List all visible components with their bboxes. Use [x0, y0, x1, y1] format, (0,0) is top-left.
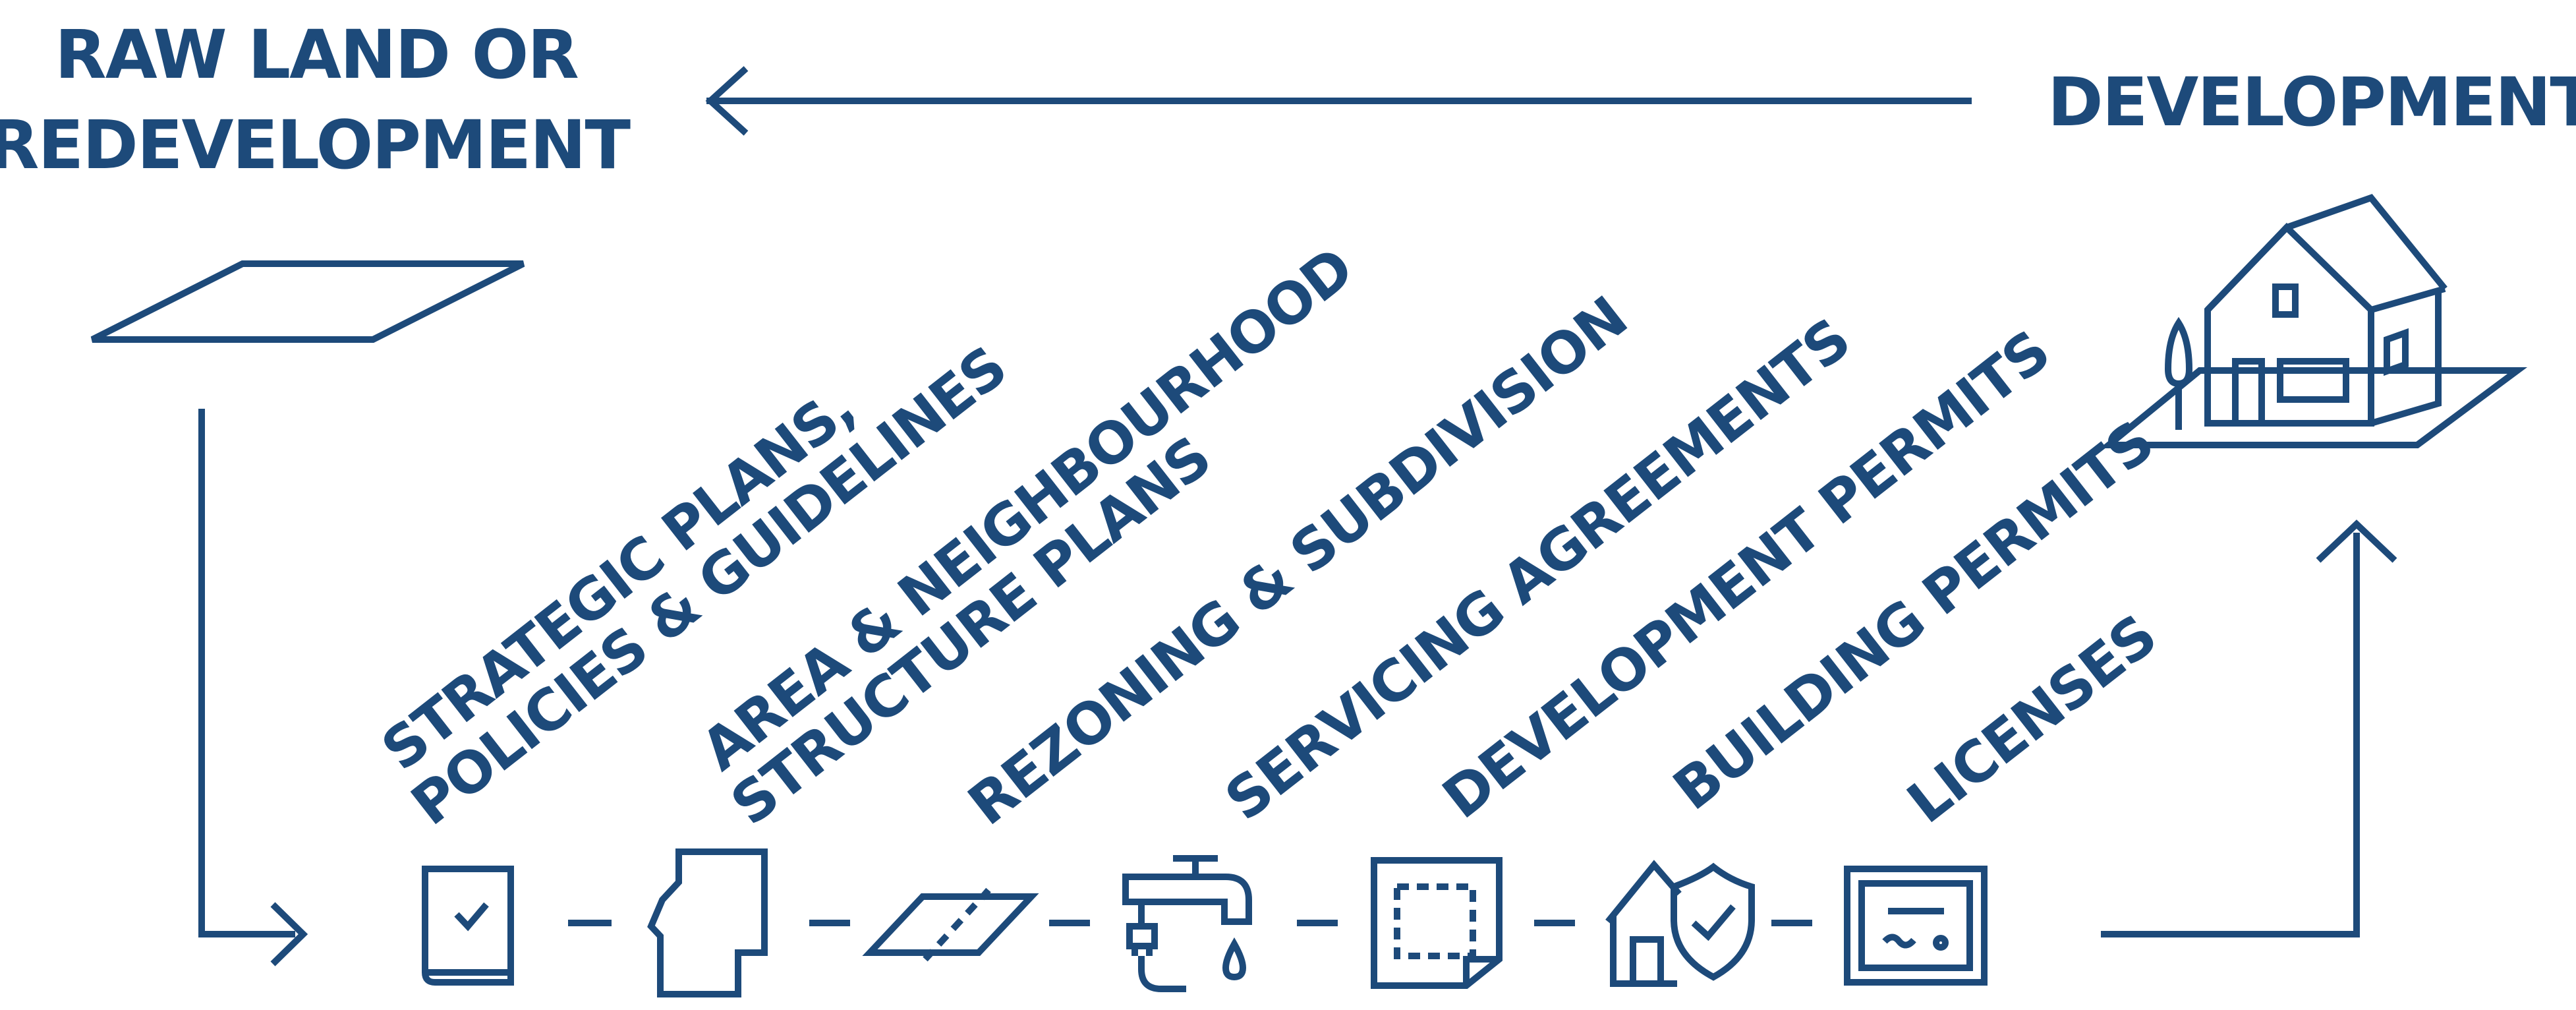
water-tap-icon: [1122, 855, 1252, 992]
raw-land-parcel-icon: [90, 260, 525, 343]
end-heading: DEVELOPMENT: [2047, 63, 2576, 142]
subdivided-parcel-icon: [862, 887, 1039, 962]
certificate-icon: [1844, 866, 1988, 986]
left-flow-arrow: [198, 409, 308, 966]
neighbourhood-map-icon: [647, 848, 768, 997]
house-shield-icon: [1605, 860, 1755, 987]
start-heading-line1: RAW LAND OR: [55, 16, 578, 94]
site-plan-icon: [1371, 857, 1503, 989]
start-heading-line2: REDEVELOPMENT: [0, 106, 631, 185]
developed-house-icon: [2100, 194, 2528, 448]
top-return-arrow: [705, 66, 1972, 136]
right-flow-arrow: [2101, 520, 2397, 937]
policy-book-icon: [422, 866, 514, 986]
